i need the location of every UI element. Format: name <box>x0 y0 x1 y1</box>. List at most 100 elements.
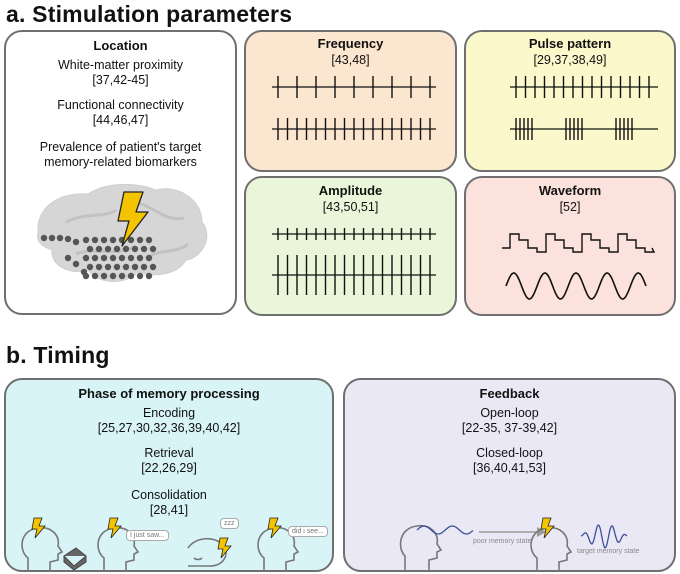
phase-item-label: Retrieval <box>144 446 194 460</box>
frequency-panel: Frequency [43,48] <box>244 30 457 172</box>
pulse-train-high-amplitude <box>272 255 436 295</box>
electrode-dot <box>149 263 157 271</box>
electrode-dot <box>80 268 88 276</box>
electrode-dot <box>145 272 153 280</box>
electrode-dot <box>136 254 144 262</box>
electrode-dot <box>109 254 117 262</box>
feedback-panel: Feedback Open-loop [22-35, 37-39,42] Clo… <box>343 378 676 572</box>
electrode-dot <box>95 245 103 253</box>
target-state-label: target memory state <box>577 548 640 555</box>
lightning-bolt-icon <box>217 537 232 559</box>
pulse-train-high-frequency <box>272 118 436 140</box>
feedback-item-label: Closed-loop <box>476 446 543 460</box>
electrode-dot <box>113 263 121 271</box>
lightning-bolt-icon <box>117 191 149 247</box>
location-item-label: memory-related biomarkers <box>44 155 197 169</box>
electrode-dot <box>140 263 148 271</box>
waveform-title: Waveform <box>538 183 602 198</box>
section-a-title: a. Stimulation parameters <box>6 1 293 27</box>
pulse-train-low-amplitude <box>272 228 436 240</box>
phase-item-ref: [25,27,30,32,36,39,40,42] <box>97 421 241 435</box>
pulse-pattern-ref: [29,37,38,49] <box>533 53 607 67</box>
electrode-dot <box>82 254 90 262</box>
phase-item-ref: [22,26,29] <box>141 461 197 475</box>
closed-loop-illustration <box>399 517 628 572</box>
location-item-ref: [37,42-45] <box>92 73 149 87</box>
electrode-dot <box>136 272 144 280</box>
feedback-title: Feedback <box>479 386 540 401</box>
location-item-label: Prevalence of patient's target <box>39 140 202 154</box>
electrode-dot <box>149 245 157 253</box>
electrode-dot <box>140 245 148 253</box>
amplitude-ref: [43,50,51] <box>322 200 379 214</box>
phase-item-label: Encoding <box>142 406 196 420</box>
electrode-dot <box>145 236 153 244</box>
electrode-dot <box>100 254 108 262</box>
feedback-item-label: Open-loop <box>480 406 539 420</box>
electrode-dot <box>122 263 130 271</box>
pulse-pattern-title: Pulse pattern <box>528 36 612 51</box>
electrode-dot <box>118 254 126 262</box>
lightning-bolt-icon <box>107 517 122 539</box>
electrode-dot <box>104 245 112 253</box>
amplitude-panel: Amplitude [43,50,51] <box>244 176 457 316</box>
feedback-item-ref: [22-35, 37-39,42] <box>461 421 558 435</box>
phase-item-ref: [28,41] <box>149 503 189 517</box>
target-state-oscillation <box>580 524 628 549</box>
waveform-shapes <box>502 233 656 300</box>
speech-bubble: I just saw... <box>126 530 169 541</box>
electrode-dot <box>56 234 64 242</box>
frequency-pulse-trains <box>272 76 436 140</box>
electrode-dot <box>64 235 72 243</box>
poor-state-label: poor memory state <box>473 538 532 545</box>
sine-waveform <box>505 272 647 300</box>
electrode-dot <box>131 263 139 271</box>
dream-bubble: zzz <box>220 518 239 529</box>
lightning-bolt-icon <box>267 517 282 539</box>
electrode-dot <box>72 238 80 246</box>
electrode-dot <box>109 236 117 244</box>
amplitude-pulse-trains <box>272 228 436 295</box>
brain-icon <box>37 183 208 282</box>
speech-bubble: did i see... <box>288 526 328 537</box>
electrode-dot <box>100 236 108 244</box>
waveform-panel: Waveform [52] <box>464 176 676 316</box>
location-panel: Location White-matter proximity [37,42-4… <box>4 30 237 315</box>
electrode-dot <box>131 245 139 253</box>
electrode-dot <box>104 263 112 271</box>
electrode-dot <box>91 272 99 280</box>
electrode-dot <box>109 272 117 280</box>
poor-state-oscillation <box>416 525 474 535</box>
electrode-dot <box>91 254 99 262</box>
phase-item-label: Consolidation <box>131 488 207 502</box>
electrode-dot <box>122 245 130 253</box>
frequency-ref: [43,48] <box>331 53 370 67</box>
electrode-dot <box>64 254 72 262</box>
electrode-dot <box>127 272 135 280</box>
electrode-dot <box>136 236 144 244</box>
pulse-pattern-panel: Pulse pattern [29,37,38,49] <box>464 30 676 172</box>
electrode-array <box>40 234 157 280</box>
electrode-dot <box>91 236 99 244</box>
electrode-dot <box>100 272 108 280</box>
phase-illustrations <box>21 517 300 572</box>
lightning-bolt-icon <box>31 517 46 539</box>
electrode-dot <box>86 245 94 253</box>
electrode-dot <box>86 263 94 271</box>
electrode-dot <box>127 236 135 244</box>
waveform-ref: [52] <box>559 200 581 214</box>
location-item-ref: [44,46,47] <box>92 113 149 127</box>
phase-title: Phase of memory processing <box>78 386 260 401</box>
section-b-title: b. Timing <box>6 342 110 368</box>
pulse-pattern-trains <box>510 76 658 140</box>
location-item-label: Functional connectivity <box>57 98 184 112</box>
electrode-dot <box>40 234 48 242</box>
book-icon <box>63 547 87 571</box>
head-icon <box>21 526 64 572</box>
square-waveform <box>502 233 656 253</box>
feedback-item-ref: [36,40,41,53] <box>473 461 546 475</box>
frequency-title: Frequency <box>317 36 384 51</box>
phase-panel: Phase of memory processing Encoding [25,… <box>4 378 334 572</box>
electrode-dot <box>127 254 135 262</box>
location-title: Location <box>93 38 148 53</box>
